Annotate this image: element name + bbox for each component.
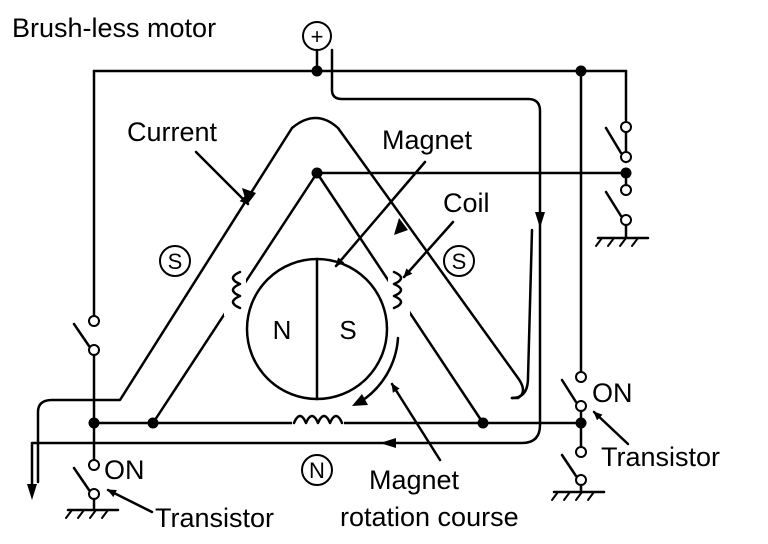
transistor-right-upper: [595, 121, 650, 247]
current-flow-right-return: [510, 228, 534, 400]
rotor-north-label: N: [273, 315, 292, 345]
coil-right: [388, 270, 410, 316]
coil-label: Coil: [443, 188, 490, 218]
magnet-rotation-label-line1: Magnet: [369, 465, 460, 495]
transistor-label-right: Transistor: [601, 442, 720, 472]
junction-right-bus: [575, 65, 587, 77]
current-arrowhead-left: [242, 188, 256, 205]
transistor-right-leader: [592, 410, 630, 446]
stator-right-pole-ring: [443, 245, 475, 277]
supply-wiring: [92, 48, 628, 374]
stator-right-pole-label: S: [452, 249, 467, 274]
rotation-leader: [390, 382, 442, 462]
current-down-arrowhead: [535, 212, 545, 228]
transistor-right-lower: [551, 371, 606, 501]
transistor-left-leader: [106, 488, 154, 514]
current-left-arrowhead: [380, 438, 396, 448]
on-label-right: ON: [592, 378, 633, 408]
stator-bottom-pole-label: N: [309, 458, 325, 483]
positive-supply-label: +: [311, 24, 324, 49]
magnet-label: Magnet: [382, 125, 473, 155]
coil-left: [224, 270, 246, 316]
junction-top: [311, 167, 323, 179]
on-label-left: ON: [104, 455, 145, 485]
junction-supply: [311, 65, 323, 77]
transistor-label-left: Transistor: [155, 503, 274, 533]
output-down-arrowhead: [27, 484, 37, 500]
current-label: Current: [127, 117, 218, 147]
current-return-path: [92, 212, 542, 445]
current-leader: [194, 150, 250, 206]
diagram-title: Brush-less motor: [12, 13, 216, 43]
junction-bottom-left: [147, 417, 159, 429]
stator-bottom-pole-ring: [301, 454, 333, 486]
rotation-arc: [358, 336, 400, 404]
stator-left-pole-label: S: [168, 249, 183, 274]
current-flow-loop: [36, 116, 525, 484]
magnet-rotation-label-line2: rotation course: [340, 502, 519, 532]
coil-leader: [402, 220, 455, 279]
transistor-left: [65, 315, 120, 519]
left-output-wire: [30, 441, 96, 492]
coil-bottom: [292, 412, 344, 434]
rotor-south-label: S: [339, 315, 356, 345]
magnet-leader: [334, 160, 427, 268]
current-arrowhead-right: [394, 218, 408, 235]
junction-bottom-right: [477, 417, 489, 429]
rotation-arrowhead: [352, 394, 368, 406]
stator-left-pole-ring: [159, 245, 191, 277]
